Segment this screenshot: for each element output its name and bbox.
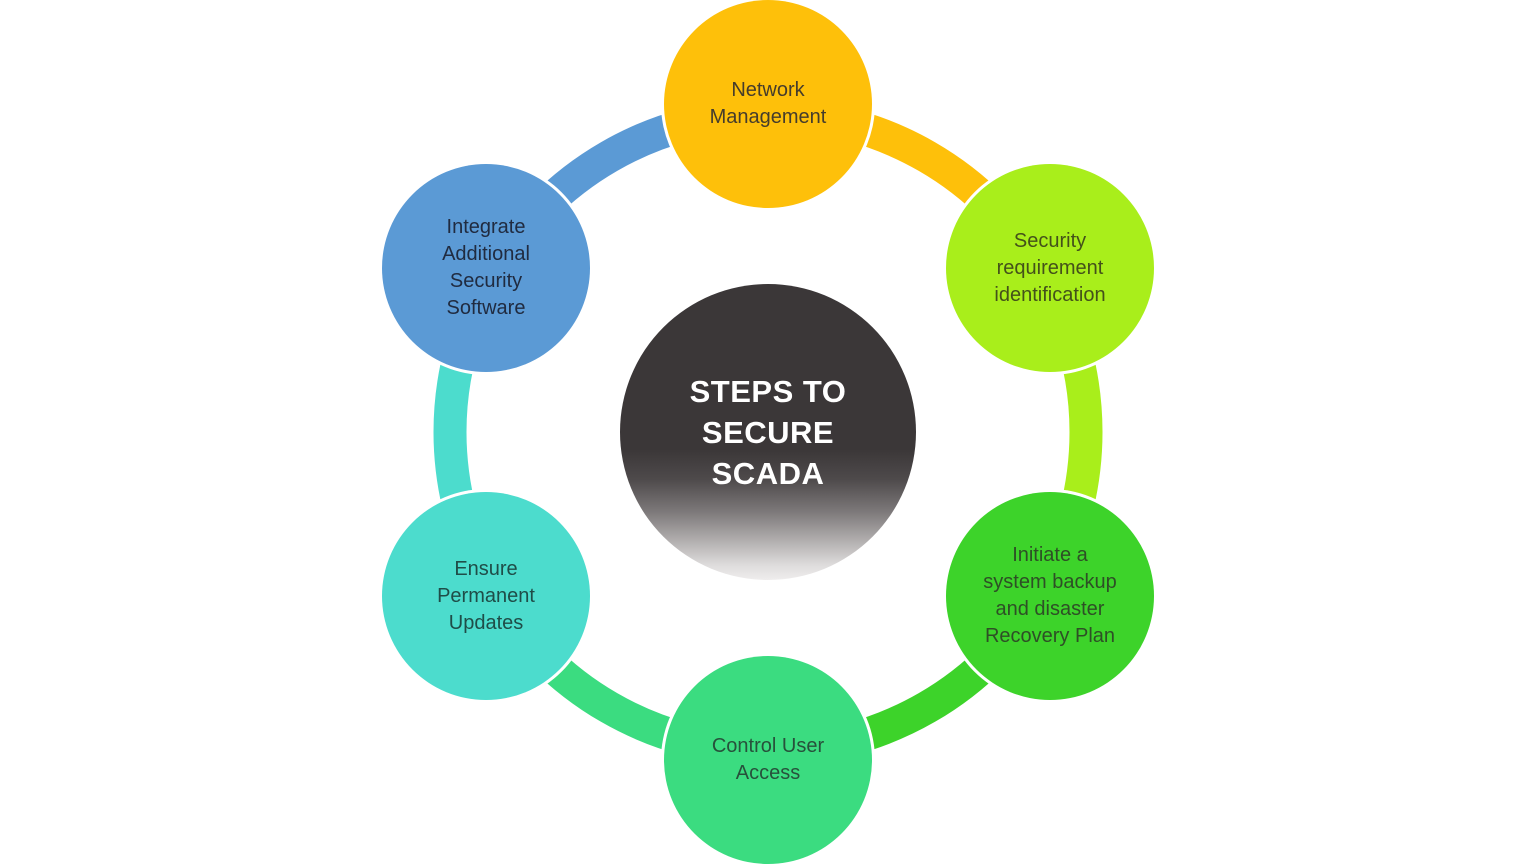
center-title: STEPS TO SECURE SCADA xyxy=(689,373,847,491)
step-circle-network-management: Network Management xyxy=(664,0,872,208)
step-label-ensure-permanent-updates: Ensure Permanent Updates xyxy=(437,557,535,634)
step-label-initiate-system-backup-recovery-plan: Initiate a system backup and disaster Re… xyxy=(983,544,1117,647)
step-circle-integrate-additional-security-software: Integrate Additional Security Software xyxy=(382,164,590,372)
step-circle-initiate-system-backup-recovery-plan: Initiate a system backup and disaster Re… xyxy=(946,492,1154,700)
step-label-integrate-additional-security-software: Integrate Additional Security Software xyxy=(442,216,530,319)
step-label-security-requirement-identification: Security requirement identification xyxy=(994,229,1106,306)
step-circle-security-requirement-identification: Security requirement identification xyxy=(946,164,1154,372)
step-circle-ensure-permanent-updates: Ensure Permanent Updates xyxy=(382,492,590,700)
step-circle-control-user-access: Control User Access xyxy=(664,656,872,864)
center-circle: STEPS TO SECURE SCADA xyxy=(620,284,916,580)
step-label-control-user-access: Control User Access xyxy=(711,735,825,784)
step-label-network-management: Network Management xyxy=(709,79,827,128)
